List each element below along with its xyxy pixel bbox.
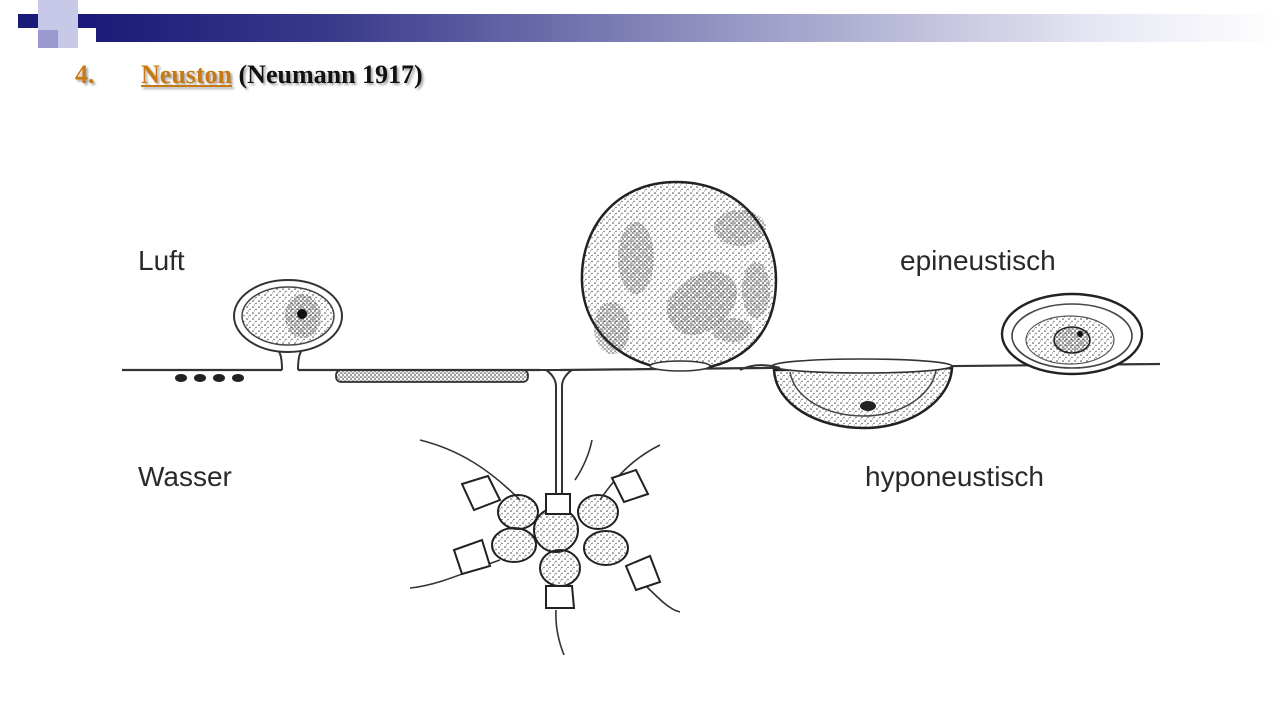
- organism-colony-hanging: [409, 369, 681, 656]
- label-epineustic: epineustisch: [900, 245, 1056, 276]
- title-number: 4.: [75, 60, 95, 89]
- title-link-neuston[interactable]: Neuston: [141, 60, 233, 89]
- label-air: Luft: [138, 245, 185, 276]
- surface-particles: [175, 374, 244, 382]
- header-square-dark: [18, 14, 38, 28]
- water-surface-line: [122, 362, 1161, 372]
- header-square-light: [38, 0, 78, 30]
- header-square-light-2: [58, 30, 78, 48]
- label-water: Wasser: [138, 461, 232, 492]
- title-citation: (Neumann 1917): [232, 60, 423, 89]
- label-hyponeustic: hyponeustisch: [865, 461, 1044, 492]
- organism-filament: [335, 369, 529, 383]
- header-square-mid: [38, 30, 58, 48]
- organism-right-cell: [1000, 292, 1144, 376]
- header-square-dark-2: [78, 14, 96, 28]
- organism-large-oval: [580, 180, 778, 372]
- slide-title: 4. Neuston (Neumann 1917): [75, 60, 423, 90]
- organism-stalked-cell: [233, 279, 343, 371]
- header-gradient-bar: [96, 14, 1280, 42]
- organism-hanging-cell: [739, 358, 954, 430]
